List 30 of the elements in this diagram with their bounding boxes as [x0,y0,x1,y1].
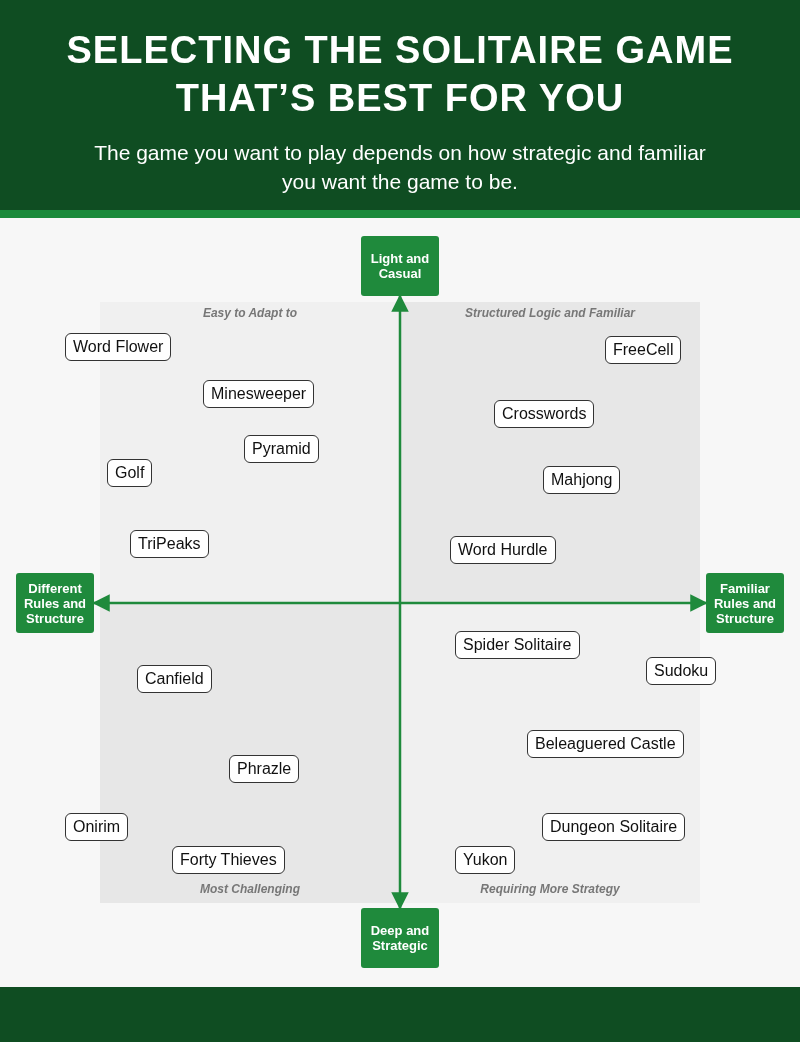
subtitle: The game you want to play depends on how strategic and familiar you want the game to be. [93,140,707,195]
title: SELECTING THE SOLITAIRE GAME THAT’S BEST FOR YOU [65,28,735,121]
game-label-box: Golf [107,459,153,487]
game-label-box: Onirim [65,813,129,841]
axis-arrow [92,594,708,612]
game-label-box: Dungeon Solitaire [542,813,686,841]
game-label-box: Spider Solitaire [455,631,580,659]
game-label-box: Crosswords [494,400,595,428]
game-label-box: Canfield [137,665,212,693]
game-label-box: Phrazle [229,755,300,783]
game-label-box: Word Flower [65,333,172,361]
game-label-box: Forty Thieves [172,846,285,874]
game-label-box: Sudoku [646,657,717,685]
axis-label-box: Different Rules and Structure [16,573,94,633]
game-label-box: TriPeaks [130,530,209,558]
game-label-box: Beleaguered Castle [527,730,684,758]
game-label-box: Mahjong [543,466,621,494]
game-label-box: Pyramid [244,435,319,463]
game-label-box: Word Hurdle [450,536,556,564]
quadrant-label: Structured Logic and Familiar [464,306,637,320]
axis-label-box: Deep and Strategic [361,908,439,968]
quadrant-label: Most Challenging [199,882,301,896]
axis-label-box: Familiar Rules and Structure [706,573,784,633]
game-label-box: FreeCell [605,336,682,364]
axis-label-box: Light and Casual [361,236,439,296]
game-label-box: Minesweeper [203,380,315,408]
axis-arrow [391,294,409,910]
quadrant-label: Requiring More Strategy [479,882,621,896]
game-label-box: Yukon [455,846,516,874]
quadrant-label: Easy to Adapt to [201,306,299,320]
